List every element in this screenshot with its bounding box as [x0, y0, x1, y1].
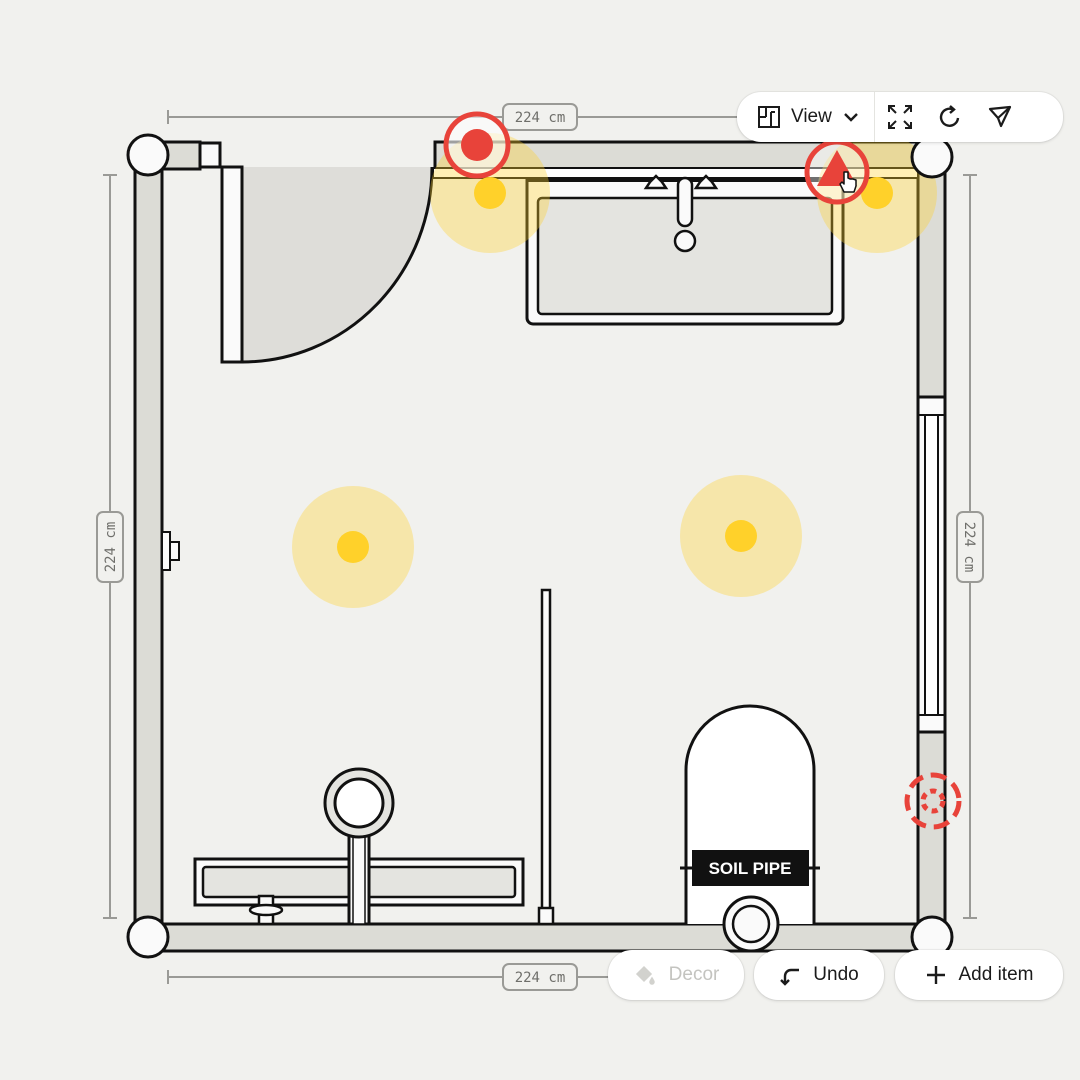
- corner-handle-bottom-left[interactable]: [126, 915, 170, 959]
- marker-triangle[interactable]: [804, 139, 870, 205]
- share-button[interactable]: [975, 92, 1025, 142]
- soil-pipe-label: SOIL PIPE: [709, 859, 792, 878]
- dimension-bottom: [167, 970, 610, 984]
- dimension-left-label: 224 cm: [96, 511, 124, 583]
- fit-screen-button[interactable]: [875, 92, 925, 142]
- view-label: View: [791, 106, 832, 127]
- add-item-button[interactable]: Add item: [895, 950, 1063, 1000]
- dimension-left: [103, 174, 117, 919]
- toilet[interactable]: [684, 704, 816, 953]
- shower-head[interactable]: [323, 767, 395, 926]
- rotate-button[interactable]: [925, 92, 975, 142]
- dimension-left-text: 224 cm: [103, 522, 119, 573]
- wall-right-lower[interactable]: [916, 730, 947, 939]
- tap-icon: [643, 174, 719, 253]
- soil-pipe-tag: SOIL PIPE: [680, 850, 820, 886]
- decor-label: Decor: [668, 964, 720, 985]
- light-center-right[interactable]: [680, 475, 802, 597]
- plus-icon: [926, 966, 945, 984]
- window-right[interactable]: [916, 395, 947, 734]
- dimension-top: [167, 110, 740, 124]
- wall-bottom[interactable]: [146, 922, 934, 953]
- undo-label: Undo: [813, 964, 859, 985]
- corner-handle-top-left[interactable]: [126, 133, 170, 177]
- decor-button[interactable]: Decor: [608, 950, 744, 1000]
- wall-left[interactable]: [133, 153, 164, 939]
- door[interactable]: [198, 141, 434, 364]
- dimension-bottom-label: 224 cm: [502, 963, 578, 991]
- door-swing-arc: [242, 167, 432, 362]
- shower-valve[interactable]: [248, 894, 284, 926]
- shower-screen[interactable]: [537, 588, 555, 926]
- corner-handle-top-right[interactable]: [910, 135, 954, 179]
- dimension-top-text: 224 cm: [515, 110, 566, 126]
- floorplan-icon: [758, 106, 780, 128]
- undo-button[interactable]: Undo: [754, 950, 884, 1000]
- view-dropdown[interactable]: View: [757, 92, 874, 142]
- door-leaf[interactable]: [220, 165, 244, 364]
- fit-screen-icon: [887, 105, 912, 129]
- marker-circle[interactable]: [443, 111, 511, 179]
- hand-cursor-icon: [839, 171, 857, 193]
- rotate-icon: [939, 105, 960, 127]
- view-toolbar: View: [737, 92, 1063, 142]
- dimension-right-text: 224 cm: [961, 522, 977, 573]
- door-jamb: [198, 141, 222, 169]
- light-center-left[interactable]: [292, 486, 414, 608]
- vanity-unit[interactable]: [432, 167, 919, 326]
- light-top-right[interactable]: [817, 133, 937, 253]
- toolbar-divider: [873, 92, 875, 142]
- marker-dashed-target[interactable]: [904, 772, 962, 830]
- chevron-down-icon: [843, 113, 858, 122]
- dimension-bottom-text: 224 cm: [515, 970, 566, 986]
- door-swing-curve: [241, 166, 434, 364]
- dimension-top-label: 224 cm: [502, 103, 578, 131]
- send-icon: [988, 105, 1011, 128]
- undo-icon: [780, 968, 800, 986]
- paint-bucket-icon: [635, 965, 655, 985]
- add-item-label: Add item: [958, 964, 1034, 985]
- dimension-right: [963, 174, 977, 919]
- wall-socket[interactable]: [161, 531, 180, 571]
- dimension-right-label: 224 cm: [956, 511, 984, 583]
